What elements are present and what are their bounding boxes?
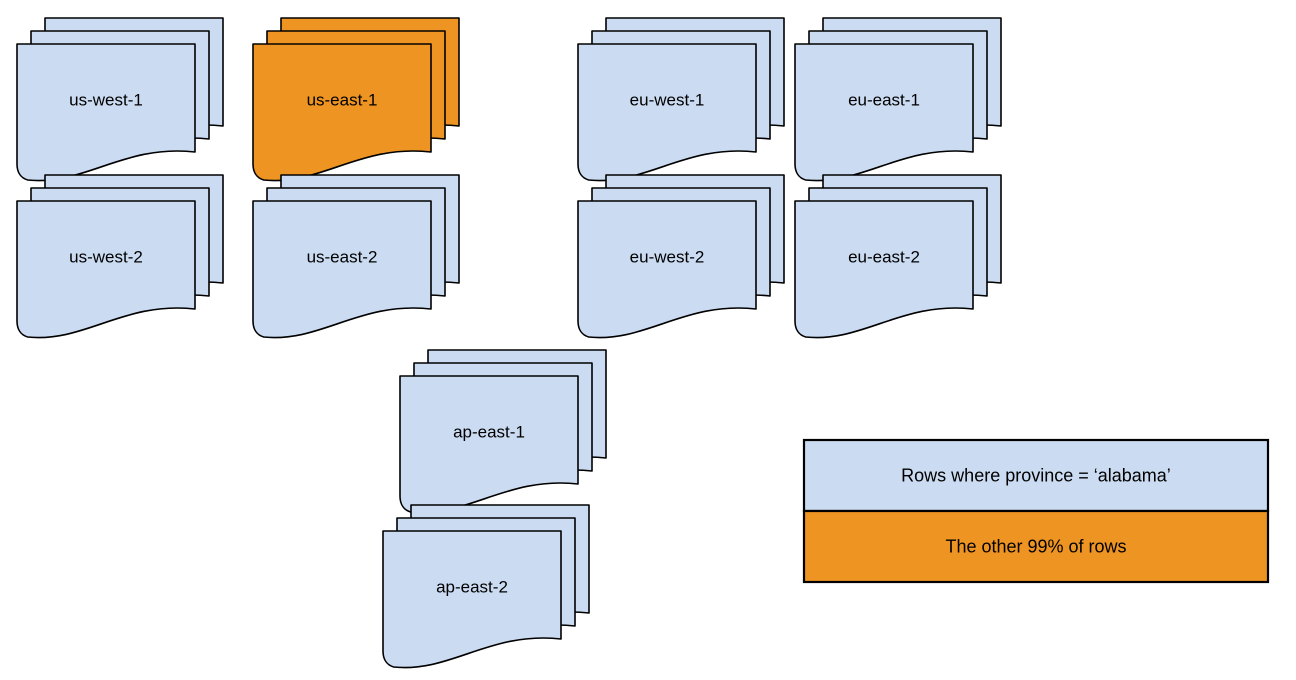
legend-entry-legend-orange[interactable]: The other 99% of rows [802, 509, 1270, 584]
document-sheet-ap-east-1-3 [399, 375, 579, 514]
stack-label-us-east-2: us-east-2 [307, 247, 378, 266]
document-sheet-us-east-1-3 [252, 43, 432, 182]
document-sheet-us-east-2-3 [252, 200, 432, 339]
document-stack-eu-east-1[interactable]: eu-east-1 [794, 17, 1002, 182]
document-sheet-ap-east-2-3 [382, 530, 562, 669]
document-stack-eu-west-2[interactable]: eu-west-2 [577, 174, 785, 339]
stack-label-eu-west-1: eu-west-1 [630, 90, 705, 109]
stack-label-eu-east-1: eu-east-1 [848, 90, 920, 109]
stack-label-ap-east-2: ap-east-2 [436, 577, 508, 596]
legend-label-legend-orange: The other 99% of rows [945, 536, 1126, 556]
document-sheet-us-west-2-3 [16, 200, 196, 339]
stack-label-us-east-1: us-east-1 [307, 90, 378, 109]
document-stack-eu-east-2[interactable]: eu-east-2 [794, 174, 1002, 339]
legend-swatch-legend-orange [802, 509, 1270, 584]
legend-entry-legend-blue[interactable]: Rows where province = ‘alabama’ [802, 438, 1270, 513]
document-stack-us-west-1[interactable]: us-west-1 [16, 17, 224, 182]
document-stack-us-east-2[interactable]: us-east-2 [252, 174, 460, 339]
stack-label-eu-east-2: eu-east-2 [848, 247, 920, 266]
document-stack-group: us-west-1 us-east-1 eu-west-1 eu-east-1 us-w… [16, 17, 1002, 669]
stack-label-eu-west-2: eu-west-2 [630, 247, 705, 266]
document-sheet-eu-east-2-3 [794, 200, 974, 339]
document-stack-us-west-2[interactable]: us-west-2 [16, 174, 224, 339]
legend-group: Rows where province = ‘alabama’ The other… [802, 438, 1270, 584]
stack-label-us-west-1: us-west-1 [69, 90, 143, 109]
stack-label-ap-east-1: ap-east-1 [453, 422, 525, 441]
document-sheet-eu-west-1-3 [577, 43, 757, 182]
document-stack-us-east-1[interactable]: us-east-1 [252, 17, 460, 182]
document-stack-ap-east-1[interactable]: ap-east-1 [399, 349, 607, 514]
legend-label-legend-blue: Rows where province = ‘alabama’ [901, 465, 1171, 485]
document-sheet-eu-west-2-3 [577, 200, 757, 339]
document-sheet-us-west-1-3 [16, 43, 196, 182]
stack-label-us-west-2: us-west-2 [69, 247, 143, 266]
document-sheet-eu-east-1-3 [794, 43, 974, 182]
document-stack-eu-west-1[interactable]: eu-west-1 [577, 17, 785, 182]
legend-swatch-legend-blue [802, 438, 1270, 513]
document-stack-ap-east-2[interactable]: ap-east-2 [382, 504, 590, 669]
